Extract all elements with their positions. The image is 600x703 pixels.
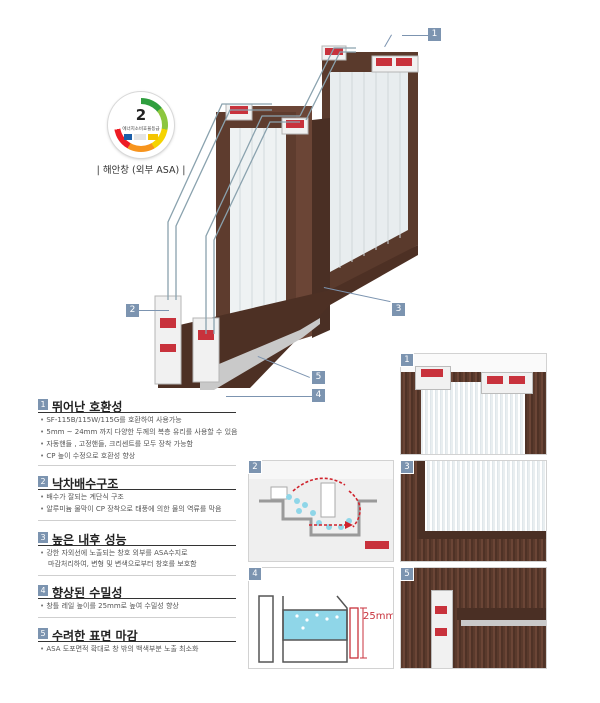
efficiency-grade: 2 xyxy=(135,106,147,124)
section-title: 뛰어난 호환성 xyxy=(52,400,123,414)
section-bullet: 강한 자외선에 노출되는 창호 외부를 ASA수지로 xyxy=(40,548,187,558)
detail-panel-1 xyxy=(400,353,547,455)
callout-4: 4 xyxy=(312,389,325,402)
product-caption: | 해안창 (외부 ASA) | xyxy=(96,165,186,176)
rail-height-diagram xyxy=(258,595,367,663)
section-title: 수려한 표면 마감 xyxy=(52,629,138,643)
section-title: 높은 내후 성능 xyxy=(52,533,127,547)
panel-number-5: 5 xyxy=(400,567,414,581)
section-bullet: CP 높이 수정으로 호환성 향상 xyxy=(40,451,135,461)
section-number: 4 xyxy=(38,585,48,596)
section-title: 낙차배수구조 xyxy=(52,477,119,491)
panel-number-3: 3 xyxy=(400,460,414,474)
section-number: 3 xyxy=(38,532,48,543)
outer-frame-post xyxy=(312,118,330,338)
section-title: 향상된 수밀성 xyxy=(52,586,123,600)
panel-number-1: 1 xyxy=(400,353,414,367)
detail-panel-3 xyxy=(400,460,547,562)
section-bullet-continued: 마감처리하여, 변형 및 변색으로부터 창호를 보호함 xyxy=(48,560,197,568)
callout-5: 5 xyxy=(312,371,325,384)
certification-logo xyxy=(124,134,132,140)
section-number: 2 xyxy=(38,476,48,487)
drainage-diagram xyxy=(249,477,393,561)
section-bullet: ASA 도포면적 확대로 창 밖의 백색부분 노출 최소화 xyxy=(40,644,198,654)
callout-1: 1 xyxy=(428,28,441,41)
rail-track xyxy=(200,318,320,390)
rail-height-label: 25mm xyxy=(363,611,394,622)
section-number: 5 xyxy=(38,628,48,639)
section-bullet: 창틀 레일 높이를 25mm로 높여 수밀성 향상 xyxy=(40,601,179,611)
front-glass xyxy=(230,128,286,328)
section-bullet: 자동핸들 , 고정핸들, 크리센트를 모두 장착 가능함 xyxy=(40,439,193,449)
section-bullet: 배수가 잘되는 계단식 구조 xyxy=(40,492,124,502)
panel-number-4: 4 xyxy=(248,567,262,581)
section-bullet: 알루미늄 물막이 CP 장착으로 태풍에 의한 물의 역류를 막음 xyxy=(40,504,221,514)
section-bullet: 5mm ~ 24mm 까지 다양한 두께의 복층 유리를 사용할 수 있음 xyxy=(40,427,237,437)
panel-number-2: 2 xyxy=(248,460,262,474)
efficiency-label: 에너지소비효율등급 xyxy=(122,127,160,132)
window-sill xyxy=(158,245,418,388)
callout-3: 3 xyxy=(392,303,405,316)
detail-panel-4: 25mm xyxy=(248,567,394,669)
detail-panel-2 xyxy=(248,460,394,562)
window-illustration xyxy=(154,45,419,390)
detail-panel-5 xyxy=(400,567,547,669)
callout-2: 2 xyxy=(126,304,139,317)
section-number: 1 xyxy=(38,399,48,410)
section-bullet: SF-115B/115W/115G를 호환하여 사용가능 xyxy=(40,415,181,425)
